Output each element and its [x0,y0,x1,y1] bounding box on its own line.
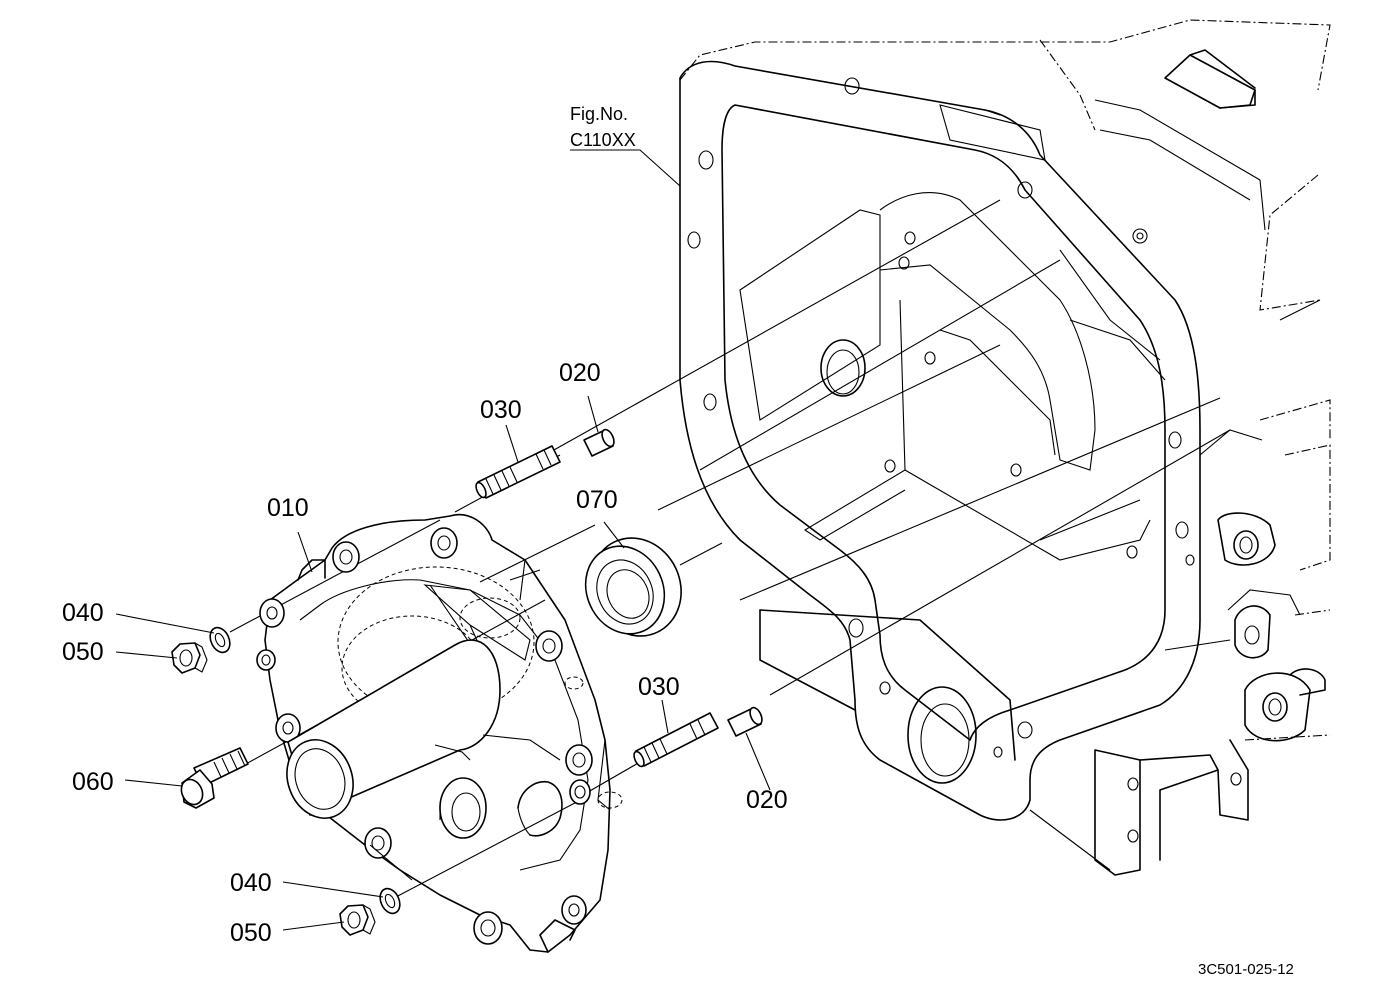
callout-020-top: 020 [559,359,601,387]
cover-shaft-tube [286,639,561,819]
hex-bolt-060 [180,747,249,809]
hex-nut-050-top [171,642,208,674]
callout-030-bottom: 030 [638,673,680,701]
callout-010: 010 [267,494,309,522]
callout-060: 060 [72,768,114,796]
callout-030-top: 030 [480,396,522,424]
fig-no-value: C110XX [570,130,636,150]
callout-040-top: 040 [62,599,104,627]
dowel-pin-020-bottom [727,706,763,737]
oil-seal-070 [584,537,682,637]
spring-washer-040-bottom [379,887,401,915]
spring-washer-040-top [209,626,231,654]
stud-bolt-030-top [475,445,561,499]
drawing-code: 3C501-025-12 [1198,961,1294,978]
transmission-housing [679,19,1331,876]
assembly-center-lines [229,199,1231,899]
fig-no-label: Fig.No. [570,104,628,124]
callout-050-top: 050 [62,638,104,666]
hex-nut-050-bottom [339,904,376,936]
callout-050-bottom: 050 [230,919,272,947]
stud-bolt-030-bottom [633,712,719,768]
callout-070: 070 [576,486,618,514]
dowel-pin-020-top [583,428,615,457]
housing-flange-holes [687,77,1195,758]
callout-040-bottom: 040 [230,869,272,897]
leader-lines [115,149,771,931]
callout-020-bottom: 020 [746,786,788,814]
cover-bolt-bosses [256,527,593,945]
